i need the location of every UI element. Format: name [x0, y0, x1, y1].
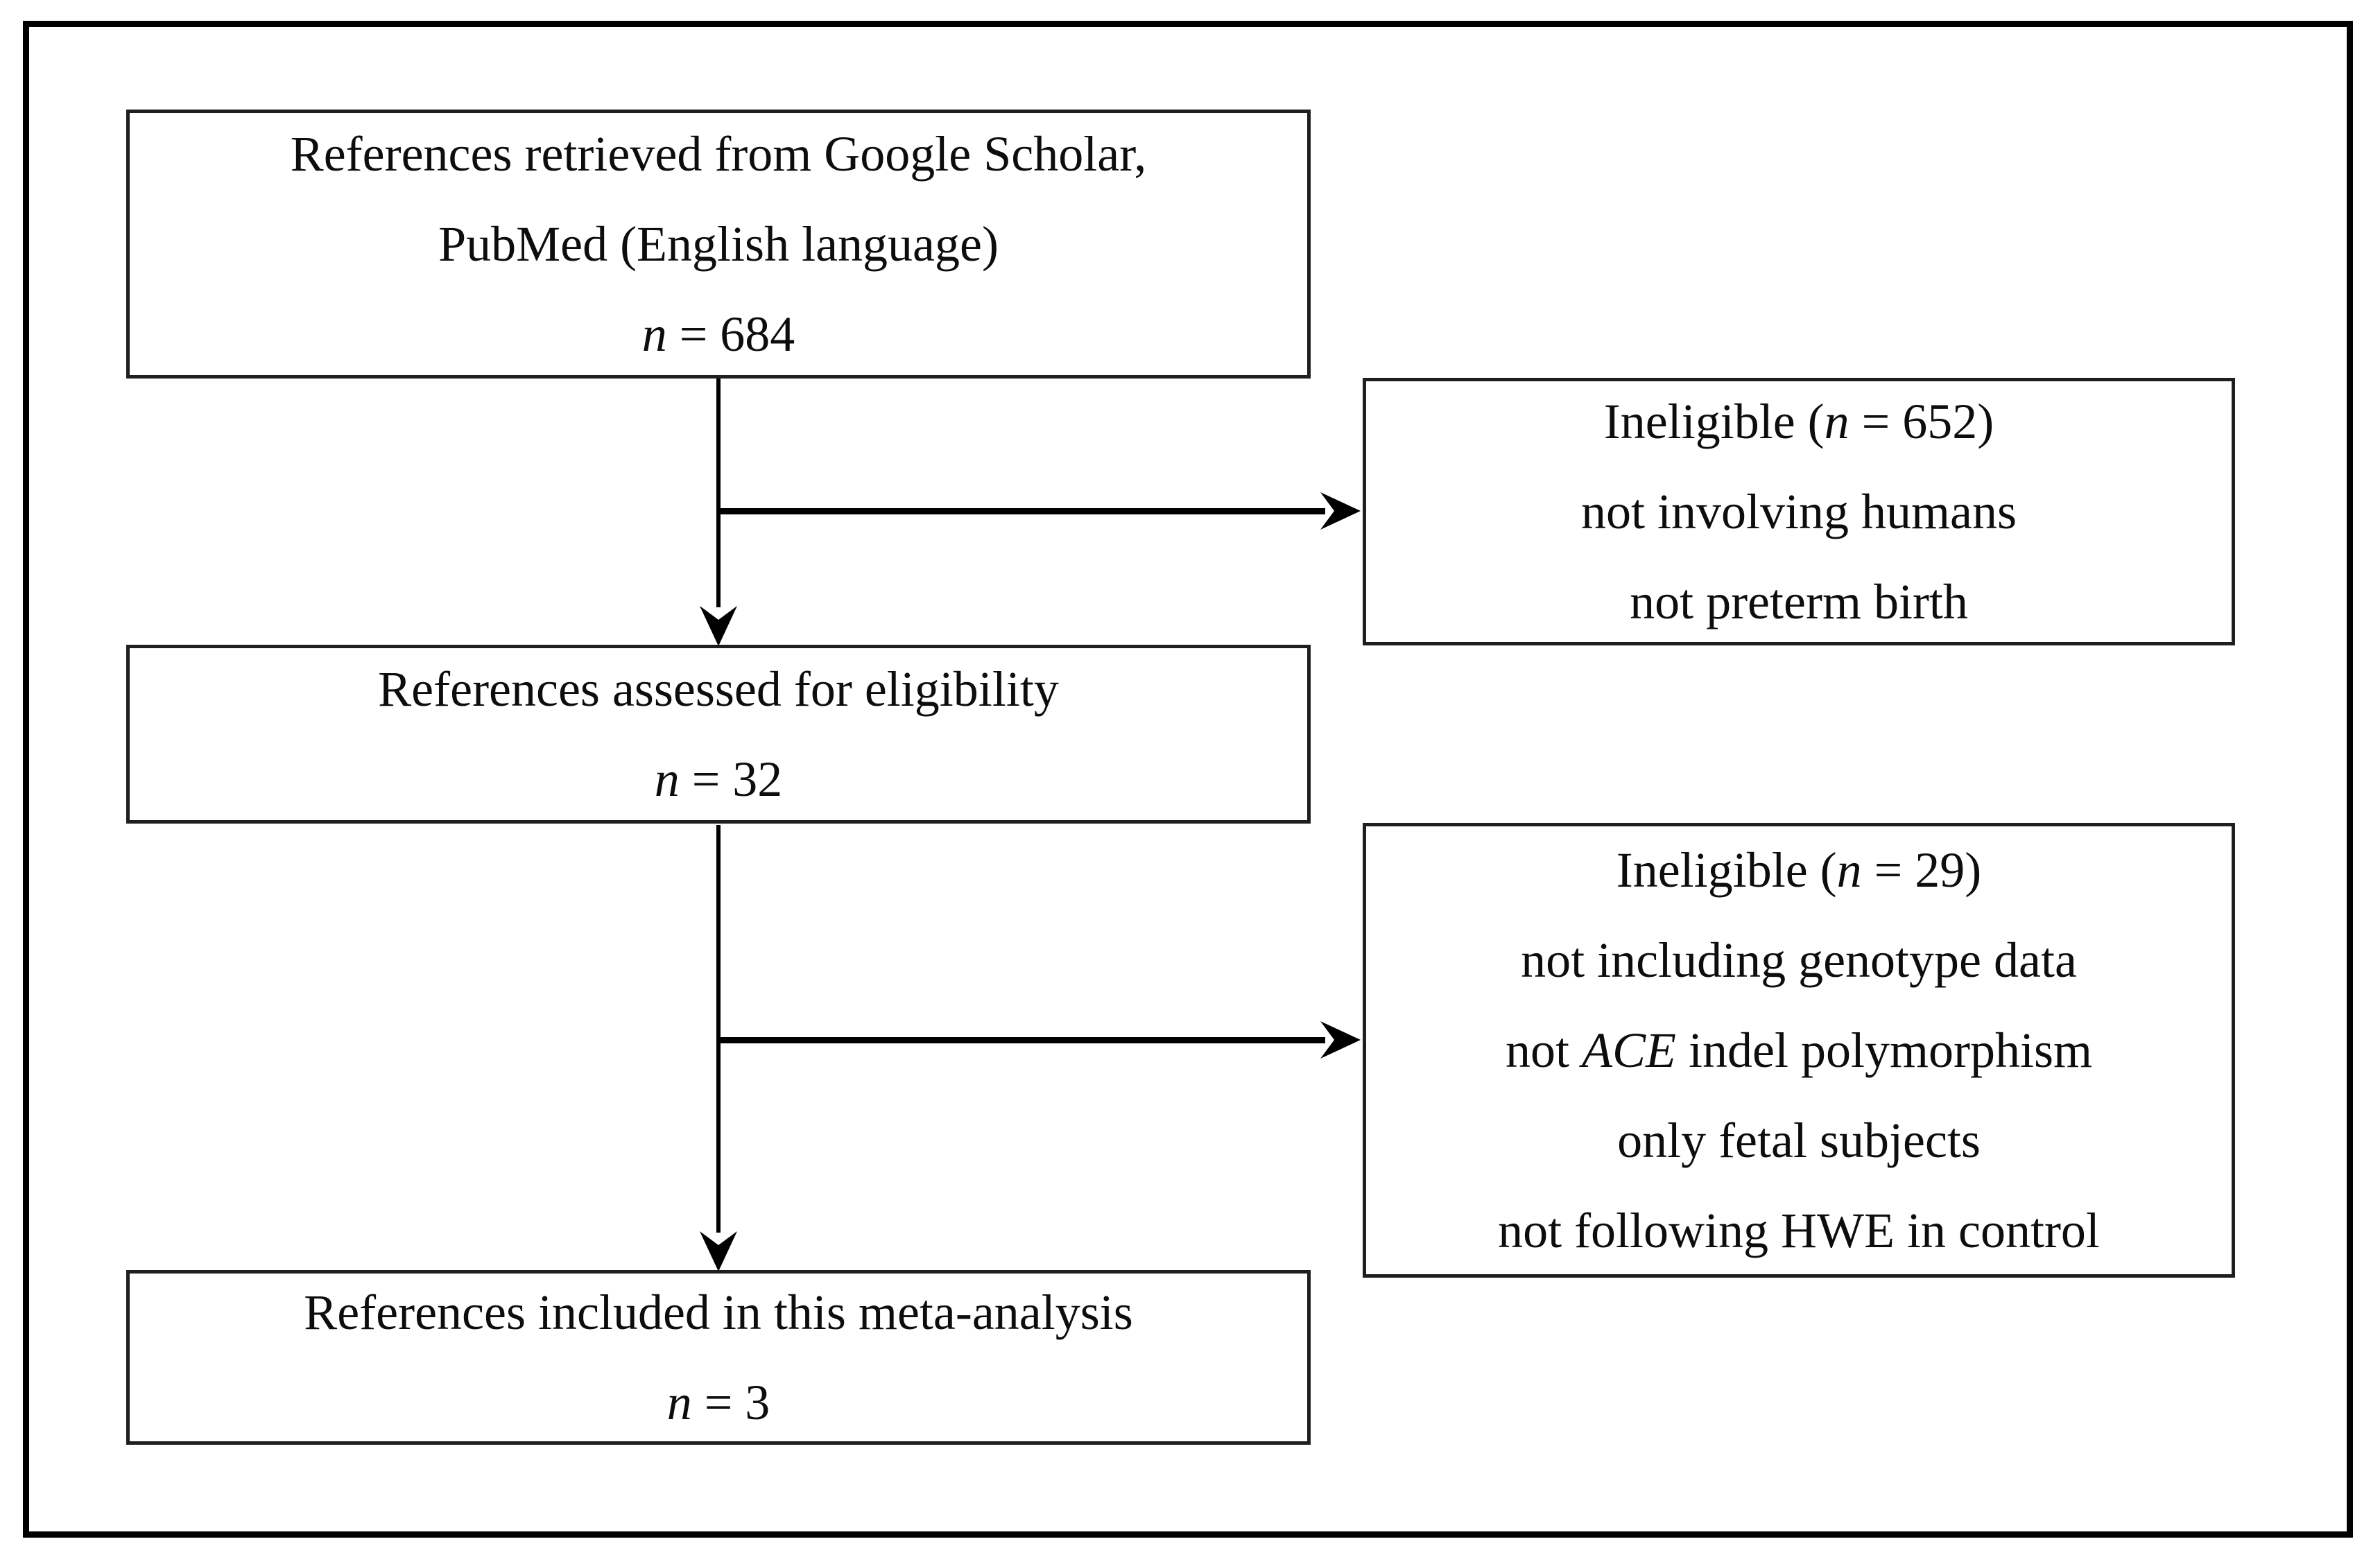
retrieved-count-n: n — [641, 306, 667, 362]
box-ineligible-eligibility-review: Ineligible (n = 29) not including genoty… — [1363, 823, 2235, 1278]
ineligible2-reason-2-suffix: indel polymorphism — [1676, 1023, 2092, 1078]
box-references-assessed: References assessed for eligibility n = … — [126, 645, 1311, 824]
retrieved-line-1: References retrieved from Google Scholar… — [290, 126, 1147, 182]
assessed-count-n: n — [654, 751, 680, 807]
arrow-down-icon — [700, 1231, 737, 1271]
ineligible1-heading-count: = 652) — [1849, 394, 1994, 449]
connector-retrieved-to-assessed — [716, 379, 721, 607]
assessed-count: n = 32 — [655, 734, 783, 824]
ineligible2-heading-count: = 29) — [1861, 842, 1982, 898]
ineligible1-heading-n: n — [1824, 394, 1849, 449]
ineligible1-reason-2: not preterm birth — [1630, 574, 1968, 629]
ineligible2-reason-2-prefix: not — [1506, 1023, 1583, 1078]
arrow-right-icon — [1320, 492, 1361, 530]
ineligible2-heading: Ineligible (n = 29) — [1616, 825, 1981, 915]
assessed-line-1: References assessed for eligibility — [378, 661, 1059, 717]
ineligible2-reason-2: not ACE indel polymorphism — [1506, 1005, 2092, 1095]
box-references-retrieved: References retrieved from Google Scholar… — [126, 110, 1311, 379]
retrieved-count: n = 684 — [642, 289, 795, 379]
ineligible1-heading: Ineligible (n = 652) — [1604, 376, 1994, 467]
assessed-count-value: = 32 — [679, 751, 783, 807]
connector-to-ineligible-second — [718, 1037, 1325, 1043]
ineligible2-heading-prefix: Ineligible ( — [1616, 842, 1837, 898]
connector-assessed-to-included — [716, 825, 721, 1233]
arrow-down-icon — [700, 606, 737, 646]
included-count: n = 3 — [667, 1357, 770, 1448]
ineligible2-reason-1: not including genotype data — [1521, 932, 2077, 988]
included-count-n: n — [666, 1375, 692, 1430]
box-ineligible-first-screen: Ineligible (n = 652) not involving human… — [1363, 378, 2235, 645]
ineligible1-reason-1: not involving humans — [1581, 484, 2017, 539]
ineligible2-reason-2-gene: ACE — [1582, 1023, 1676, 1078]
box-references-included: References included in this meta-analysi… — [126, 1270, 1311, 1445]
arrow-right-icon — [1320, 1021, 1361, 1059]
ineligible1-heading-prefix: Ineligible ( — [1603, 394, 1825, 449]
included-count-value: = 3 — [691, 1375, 770, 1430]
retrieved-line-2: PubMed (English language) — [438, 216, 999, 272]
included-line-1: References included in this meta-analysi… — [304, 1285, 1133, 1340]
figure-border-frame — [23, 21, 2353, 1538]
connector-to-ineligible-first — [718, 508, 1325, 514]
ineligible2-reason-4: not following HWE in control — [1498, 1203, 2100, 1258]
retrieved-count-value: = 684 — [666, 306, 795, 362]
ineligible2-reason-3: only fetal subjects — [1617, 1113, 1981, 1168]
ineligible2-heading-n: n — [1836, 842, 1862, 898]
